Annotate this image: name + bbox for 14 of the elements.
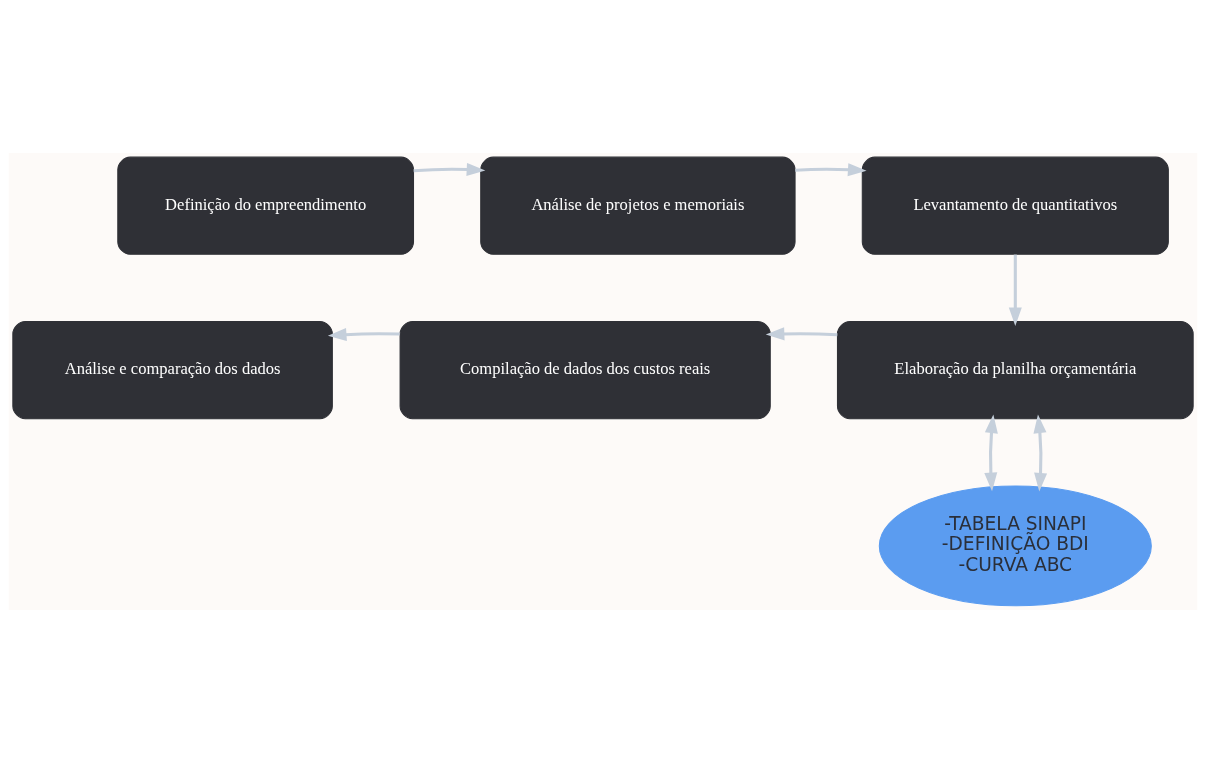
arrow (327, 327, 400, 341)
arrow (765, 326, 838, 340)
arrow (984, 413, 998, 491)
arrow (1008, 254, 1022, 326)
node-box: Análise e comparação dos dados (12, 320, 333, 419)
node-box: Levantamento de quantitativos (861, 156, 1169, 255)
node-ellipse: -TABELA SINAPI -DEFINIÇÃO BDI -CURVA ABC (878, 484, 1152, 606)
arrow (795, 162, 867, 176)
node-box: Compilação de dados dos custos reais (399, 320, 771, 419)
arrow (1033, 413, 1048, 492)
node-box: Análise de projetos e memoriais (480, 156, 796, 255)
arrow (413, 162, 486, 176)
node-box: Definição do empreendimento (117, 156, 415, 255)
node-box: Elaboração da planilha orçamentária (836, 320, 1194, 419)
